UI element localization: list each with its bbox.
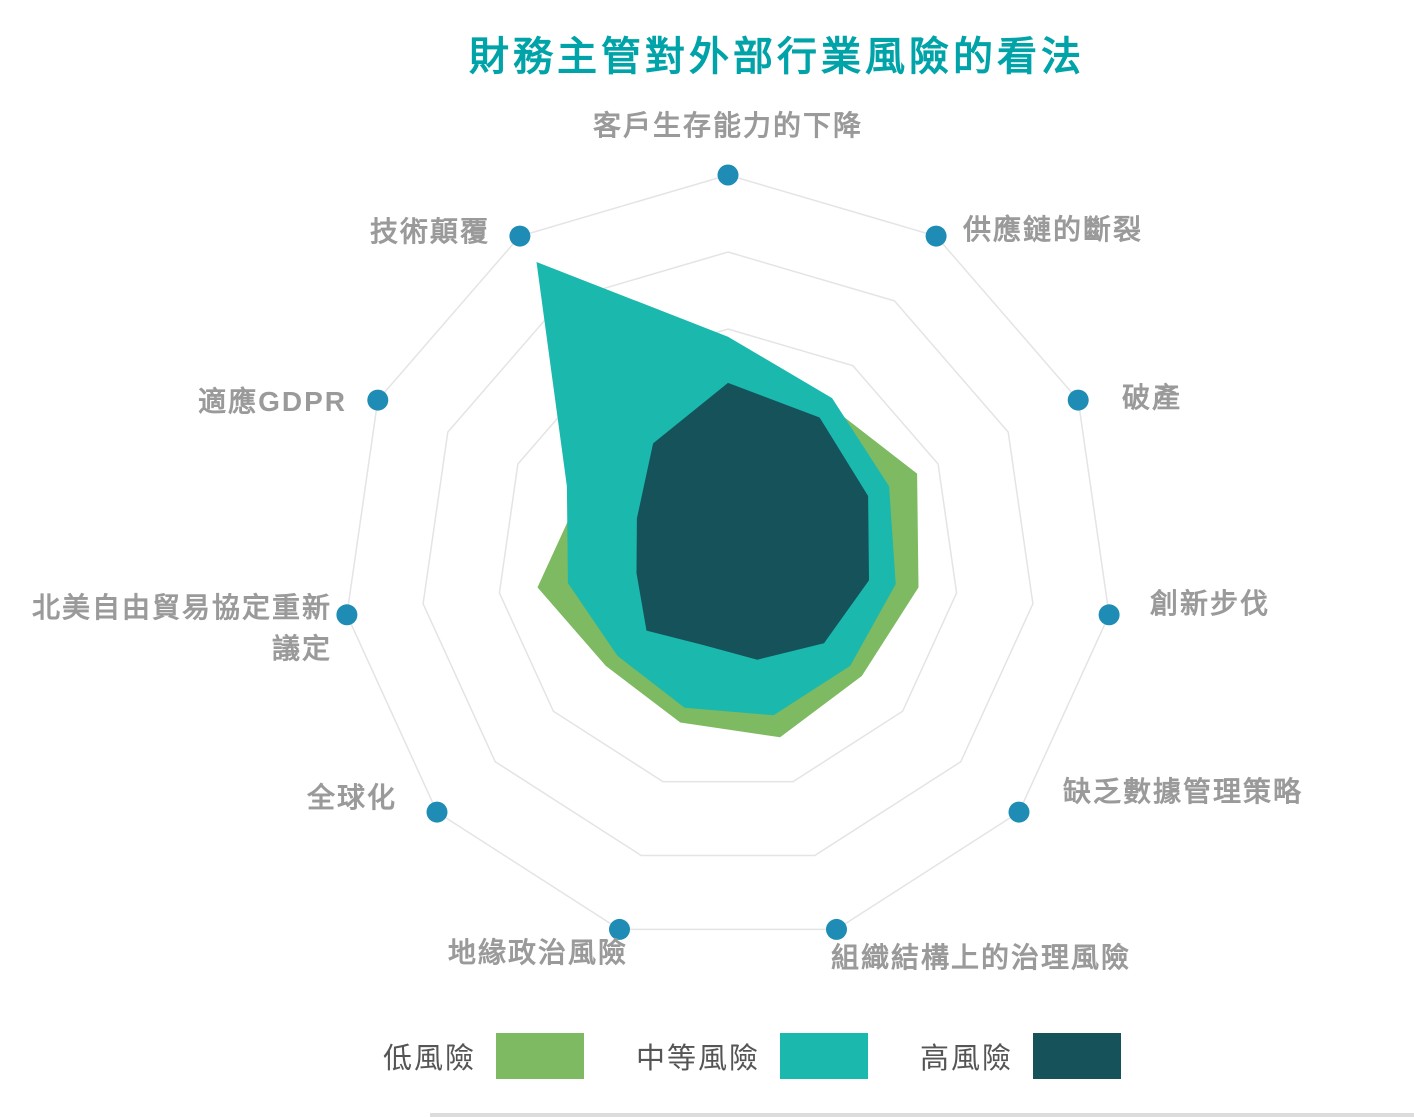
axis-dot-1	[925, 225, 947, 247]
bottom-divider	[430, 1113, 1414, 1117]
axis-dot-9	[367, 389, 389, 411]
legend-swatch-medium	[780, 1033, 869, 1079]
legend-item-medium: 中等風險	[636, 1033, 869, 1079]
legend-item-low: 低風險	[383, 1033, 585, 1079]
axis-dot-2	[1067, 389, 1089, 411]
axis-label-gdpr: 適應GDPR	[198, 386, 347, 417]
legend-swatch-high	[1033, 1033, 1122, 1079]
axis-label-data-management: 缺乏數據管理策略	[1063, 776, 1304, 807]
radar-series-2	[636, 382, 869, 660]
axis-label-bankruptcy: 破產	[1122, 382, 1183, 413]
legend-label-medium: 中等風險	[636, 1043, 761, 1075]
axis-label-geopolitical-risk: 地緣政治風險	[447, 937, 628, 968]
grid-ring-1	[422, 251, 1034, 857]
axis-dot-8	[336, 604, 358, 626]
grid-ring-2	[498, 328, 958, 783]
legend-label-low: 低風險	[383, 1043, 477, 1075]
axis-label-tech-disruption: 技術顛覆	[369, 216, 490, 247]
axis-dot-6	[609, 918, 630, 940]
legend: 低風險 中等風險 高風險	[383, 1033, 1173, 1079]
legend-label-high: 高風險	[920, 1043, 1014, 1075]
chart-title: 財務主管對外部行業風險的看法	[469, 35, 1085, 79]
axis-dot-3	[1098, 604, 1120, 626]
axis-label-customer-viability: 客戶生存能力的下降	[592, 110, 863, 141]
axis-label-innovation-pace: 創新步伐	[1150, 588, 1271, 619]
axis-label-nafta: 北美自由貿易協定重新議定	[32, 592, 333, 664]
legend-swatch-low	[496, 1033, 585, 1079]
axis-dot-0	[717, 164, 739, 186]
axis-dot-10	[509, 225, 531, 247]
axis-label-globalization: 全球化	[306, 782, 397, 813]
axis-dot-7	[426, 801, 448, 823]
axis-label-supply-chain: 供應鏈的斷裂	[963, 214, 1144, 245]
legend-item-high: 高風險	[920, 1033, 1122, 1079]
axis-label-governance-risk: 組織結構上的治理風險	[831, 942, 1132, 973]
axis-dot-4	[1008, 801, 1030, 823]
grid-ring-0	[346, 174, 1110, 931]
axis-dot-5	[826, 918, 847, 940]
